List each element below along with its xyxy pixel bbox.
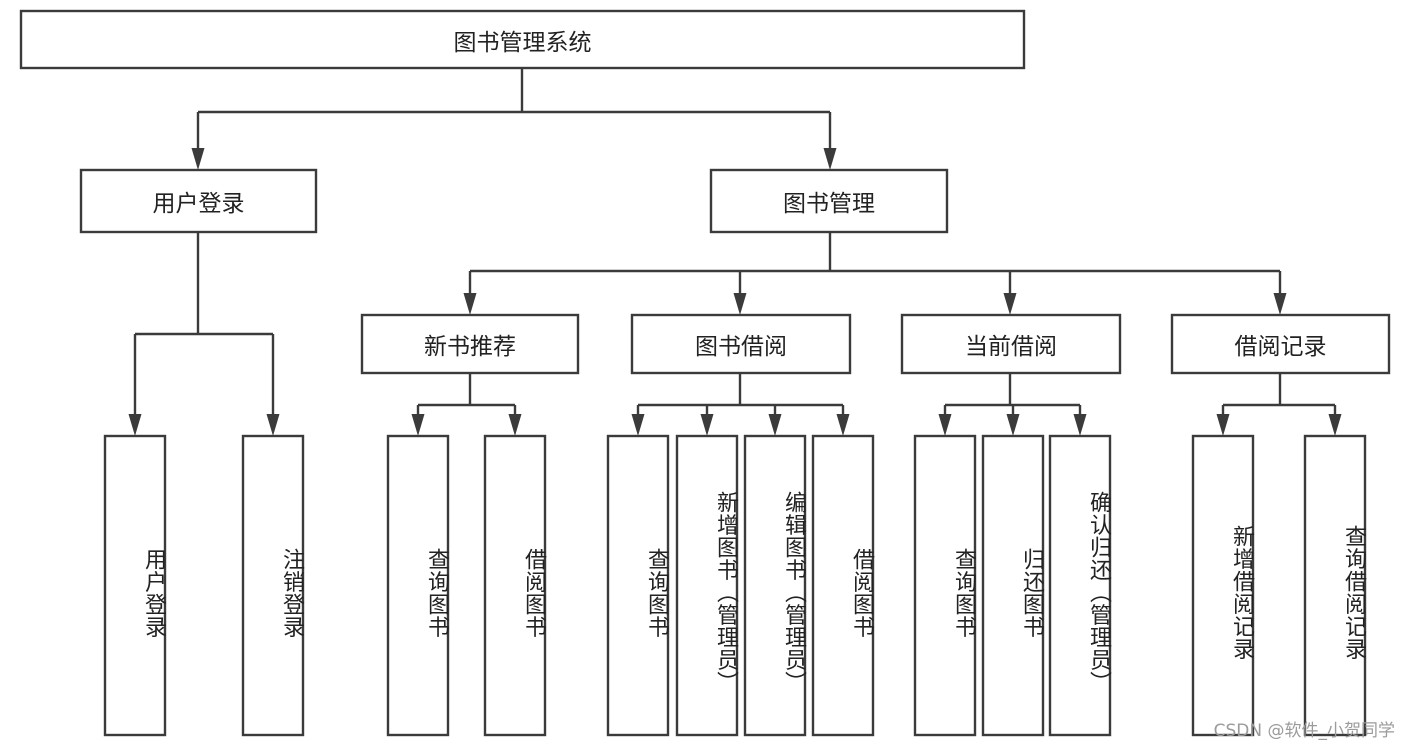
arrow-head-icon xyxy=(823,148,837,170)
arrow-head-icon xyxy=(411,414,425,436)
arrow-head-icon xyxy=(508,414,522,436)
node-box-book-borrow[interactable] xyxy=(630,313,852,375)
arrow-head-icon xyxy=(700,414,714,436)
node-box-root[interactable] xyxy=(19,9,1026,70)
box-layer xyxy=(19,9,1391,737)
node-box-current-borrow[interactable] xyxy=(900,313,1122,375)
arrow-head-icon xyxy=(1073,414,1087,436)
connector-c-book-borrow xyxy=(631,373,850,436)
node-box-user-login[interactable] xyxy=(79,168,318,234)
arrow-head-icon xyxy=(128,414,142,436)
connector-c-borrow-record xyxy=(1216,373,1342,436)
node-box-leaf-return-book[interactable] xyxy=(981,434,1045,737)
node-box-leaf-borrow-book-rec[interactable] xyxy=(483,434,547,737)
node-box-leaf-edit-book[interactable] xyxy=(743,434,807,737)
connector-layer xyxy=(128,68,1342,436)
arrow-head-icon xyxy=(1003,293,1017,315)
arrow-head-icon xyxy=(938,414,952,436)
node-box-leaf-query-book-borrow[interactable] xyxy=(606,434,670,737)
arrow-head-icon xyxy=(266,414,280,436)
connector-c-new-book xyxy=(411,373,522,436)
arrow-head-icon xyxy=(631,414,645,436)
arrow-head-icon xyxy=(191,148,205,170)
node-box-leaf-query-book-rec[interactable] xyxy=(386,434,450,737)
arrow-head-icon xyxy=(1006,414,1020,436)
connector-c-user-login xyxy=(128,232,280,436)
connector-c-book-manage xyxy=(463,232,1287,315)
node-box-borrow-record[interactable] xyxy=(1170,313,1391,375)
arrow-head-icon xyxy=(836,414,850,436)
node-box-leaf-user-login[interactable] xyxy=(103,434,167,737)
arrow-head-icon xyxy=(1328,414,1342,436)
node-box-leaf-confirm-return[interactable] xyxy=(1048,434,1112,737)
connector-c-current-borrow xyxy=(938,373,1087,436)
node-box-leaf-borrow-book[interactable] xyxy=(811,434,875,737)
arrow-head-icon xyxy=(463,293,477,315)
arrow-head-icon xyxy=(768,414,782,436)
arrow-head-icon xyxy=(1216,414,1230,436)
arrow-head-icon xyxy=(733,293,747,315)
node-box-leaf-add-book[interactable] xyxy=(675,434,739,737)
node-box-leaf-logout[interactable] xyxy=(241,434,305,737)
watermark-text: CSDN @软件_小贺同学 xyxy=(1213,721,1395,741)
connector-c-root xyxy=(191,68,837,170)
node-box-book-manage[interactable] xyxy=(709,168,949,234)
node-box-new-book-recommend[interactable] xyxy=(360,313,580,375)
node-box-leaf-query-book-cur[interactable] xyxy=(913,434,977,737)
arrow-head-icon xyxy=(1273,293,1287,315)
node-box-leaf-query-record[interactable] xyxy=(1303,434,1367,737)
node-box-leaf-add-record[interactable] xyxy=(1191,434,1255,737)
